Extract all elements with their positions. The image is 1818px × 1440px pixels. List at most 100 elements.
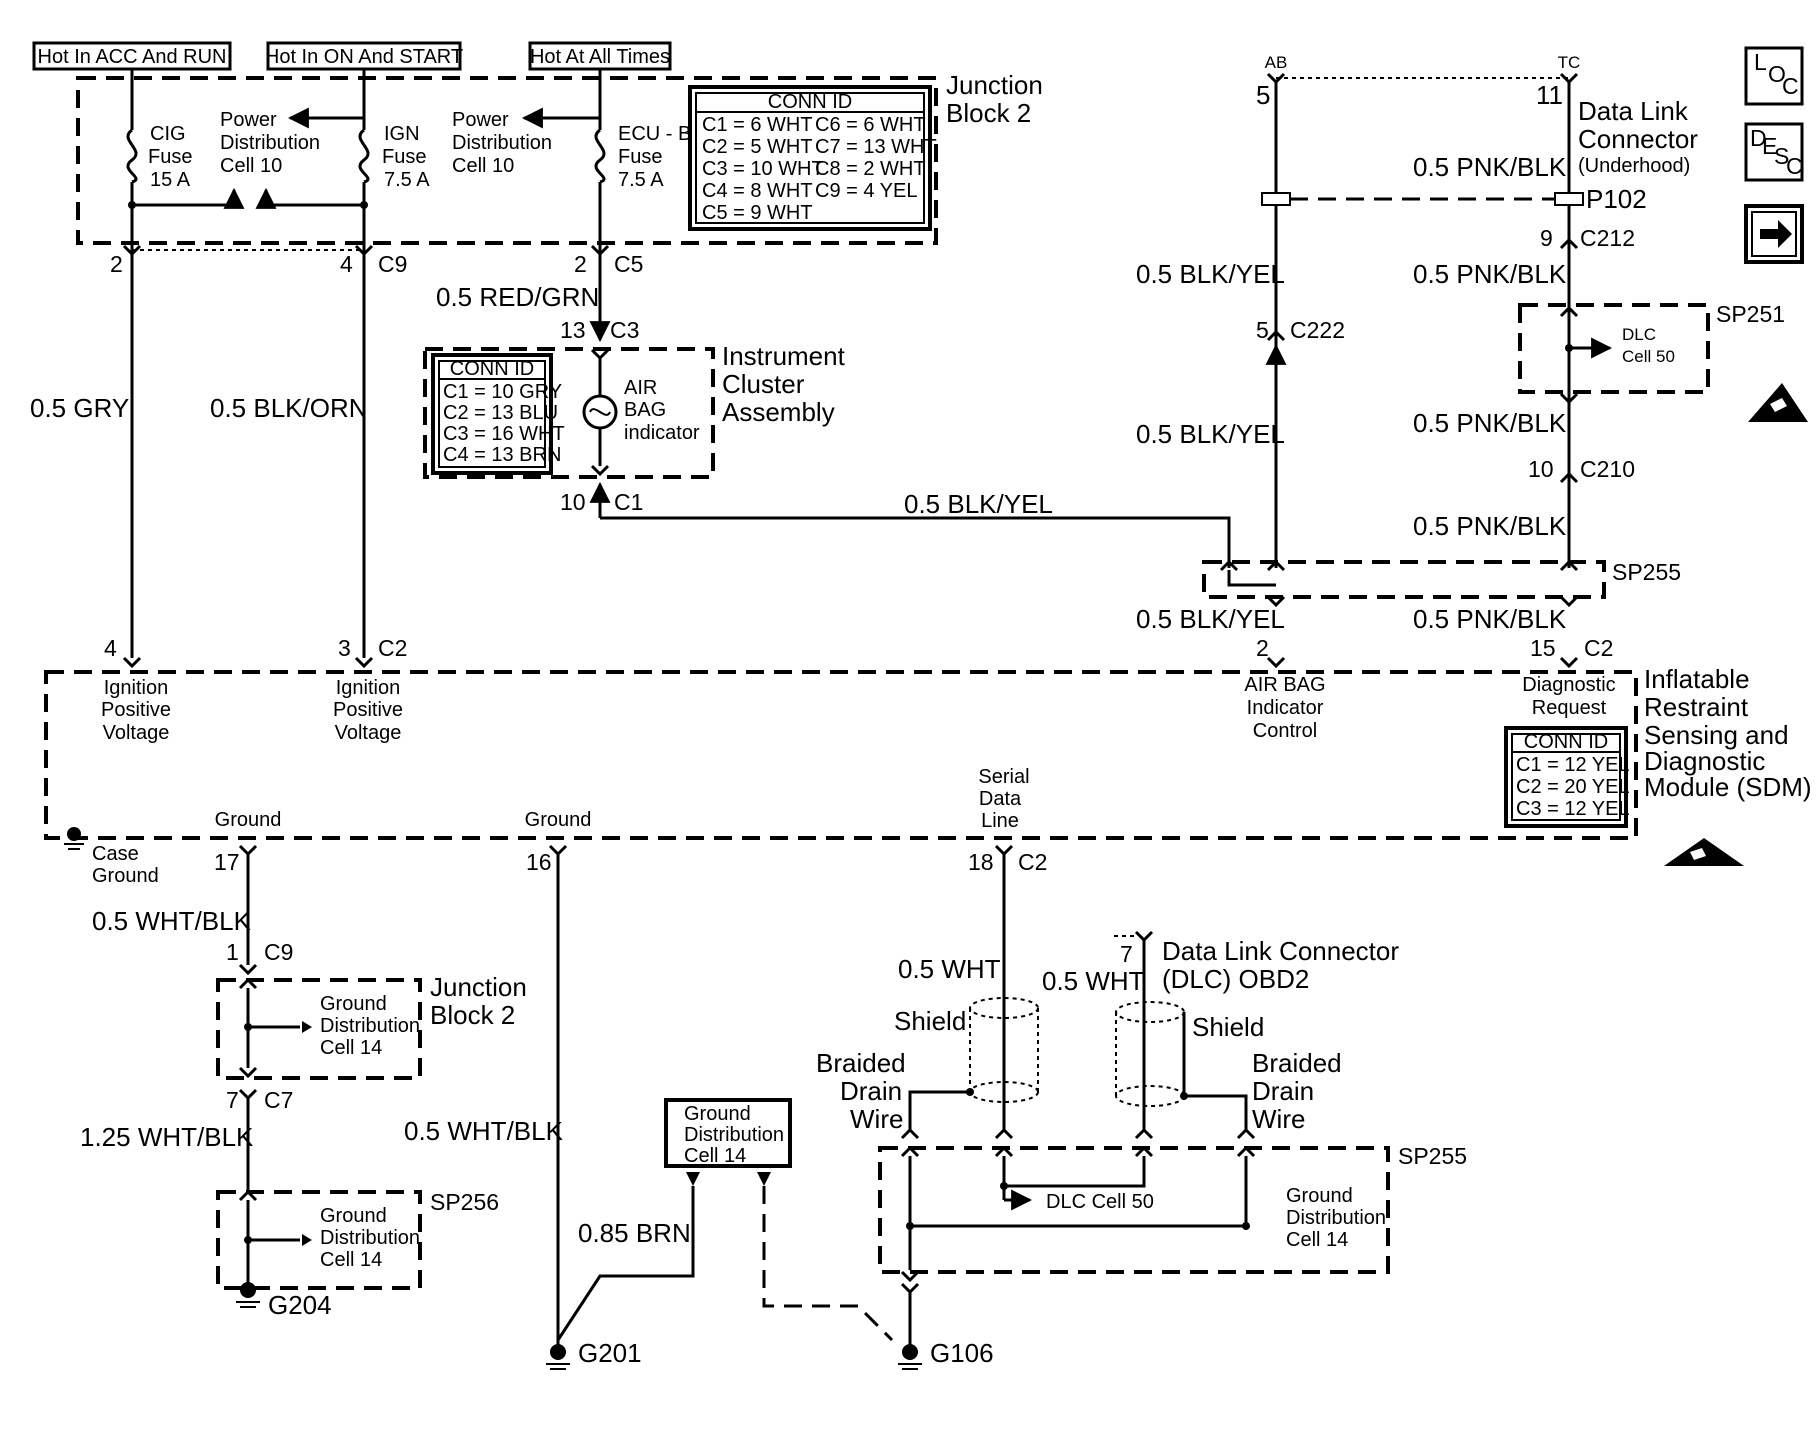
junction-block-title-2: Block 2 [946,98,1031,128]
svg-text:L: L [1754,49,1767,75]
svg-text:Cell 10: Cell 10 [452,155,514,177]
p102-connector-symbol [1261,192,1584,206]
pin-7-c7: 7 [226,1087,239,1113]
svg-text:Hot At All Times: Hot At All Times [530,46,670,68]
connector-c2-serial: C2 [1018,849,1047,875]
svg-text:Inflatable: Inflatable [1644,664,1750,694]
svg-text:Distribution: Distribution [220,132,320,154]
connector-c7: C7 [264,1087,293,1113]
wire-label-wht-blk-125: 1.25 WHT/BLK [80,1122,254,1152]
wire-label-blk-orn: 0.5 BLK/ORN [210,393,368,423]
connector-c212: C212 [1580,225,1635,251]
pin-9: 9 [1540,225,1553,251]
ign-fuse-label: IGN Fuse 7.5 A [382,123,430,191]
svg-text:Sensing and: Sensing and [1644,720,1789,750]
wire-label-brn: 0.85 BRN [578,1218,691,1248]
esd-warning-icon [1664,838,1744,866]
svg-text:E: E [1762,133,1777,159]
svg-text:(Underhood): (Underhood) [1578,155,1690,177]
connector-c210: C210 [1580,456,1635,482]
svg-text:Ground: Ground [320,1205,387,1227]
svg-text:Diagnostic: Diagnostic [1644,746,1765,776]
svg-text:Assembly: Assembly [722,397,835,427]
shield-right [1115,1001,1185,1107]
svg-text:Cell 50: Cell 50 [1622,347,1675,366]
svg-text:Fuse: Fuse [148,146,192,168]
svg-text:Hot In ON And START: Hot In ON And START [265,46,463,68]
svg-text:Connector: Connector [1578,124,1698,154]
svg-text:Ground: Ground [684,1103,751,1125]
svg-text:C1 = 6 WHT: C1 = 6 WHT [702,114,813,136]
svg-text:Braided: Braided [816,1048,906,1078]
g204-label: G204 [268,1290,332,1320]
junction-block-2-lower-title: Junction [430,972,527,1002]
svg-text:Wire: Wire [850,1104,903,1134]
svg-text:Hot In ACC And RUN: Hot In ACC And RUN [38,46,227,68]
sdm-ground-2: Ground [525,809,592,831]
sp251-label: SP251 [1716,301,1785,327]
wire-label-pnk-blk-5: 0.5 PNK/BLK [1413,604,1567,634]
svg-text:15 A: 15 A [150,169,191,191]
connector-c1: C1 [614,489,643,515]
instrument-cluster-conn-id-table: CONN ID C1 = 10 GRY C2 = 13 BLU C3 = 16 … [431,353,565,475]
svg-text:Drain: Drain [1252,1076,1314,1106]
drain-label-right: Braided Drain Wire [1252,1048,1342,1134]
wire-label-pnk-blk-top: 0.5 PNK/BLK [1413,152,1567,182]
instrument-cluster-outline [423,347,715,479]
svg-text:Wire: Wire [1252,1104,1305,1134]
shield-label-left: Shield [894,1006,966,1036]
g106-ground-icon [898,1344,922,1370]
wire-label-pnk-blk-4: 0.5 PNK/BLK [1413,511,1567,541]
source-label-on-start: Hot In ON And START [265,41,463,71]
svg-text:C1 = 10 GRY: C1 = 10 GRY [443,381,562,403]
svg-text:O: O [1768,61,1786,87]
svg-text:Distribution: Distribution [1286,1207,1386,1229]
svg-text:Power: Power [452,109,509,131]
airbag-indicator-label: AIR BAG indicator [624,377,700,444]
svg-text:Cell 14: Cell 14 [320,1037,382,1059]
svg-text:Voltage: Voltage [103,722,170,744]
esd-warning-icon-2 [1748,383,1808,422]
svg-text:CONN ID: CONN ID [768,91,852,113]
svg-text:Drain: Drain [840,1076,902,1106]
junction-block-2-lower-title-2: Block 2 [430,1000,515,1030]
source-label-all-times: Hot At All Times [528,41,672,71]
drain-label-left: Braided Drain Wire [816,1048,906,1134]
dlc-pin-11: 11 [1536,80,1563,110]
dlc-pin-tc: TC [1558,53,1581,72]
wire-label-pnk-blk-2: 0.5 PNK/BLK [1413,259,1567,289]
dlc-pin-5: 5 [1256,80,1270,110]
wire-label-wht-1: 0.5 WHT [898,954,1001,984]
dlc-pin-ab: AB [1265,53,1288,72]
svg-text:Distribution: Distribution [452,132,552,154]
sp255-lower-label: SP255 [1398,1143,1467,1169]
airbag-indicator-lamp [582,394,618,430]
svg-text:Line: Line [981,810,1019,832]
svg-text:Module (SDM): Module (SDM) [1644,772,1812,802]
wire-label-pnk-blk-3: 0.5 PNK/BLK [1413,408,1567,438]
svg-text:Data Link Connector: Data Link Connector [1162,936,1399,966]
svg-text:ECU - B: ECU - B [618,123,691,145]
ign-fuse-symbol [356,128,372,184]
ground-dist-label-3: Ground Distribution Cell 14 [1286,1185,1386,1251]
pin-4: 4 [340,251,353,277]
ground-dist-label-1: Ground Distribution Cell 14 [320,993,420,1059]
arrow-right-icon[interactable] [1744,204,1804,264]
svg-text:Cell 14: Cell 14 [684,1145,746,1167]
svg-text:C3 = 10 WHT: C3 = 10 WHT [702,158,824,180]
desc-icon[interactable]: D E S C [1744,122,1804,182]
junction-block-2-outline [76,76,938,245]
case-ground-icon [64,827,84,850]
svg-text:C4 = 8 WHT: C4 = 8 WHT [702,180,813,202]
svg-text:C2 = 5 WHT: C2 = 5 WHT [702,136,813,158]
svg-text:Distribution: Distribution [320,1227,420,1249]
pin-16: 16 [526,849,552,875]
svg-text:DLC: DLC [1622,325,1656,344]
loc-icon[interactable]: L O C [1744,46,1804,106]
sdm-ign-positive-1: Ignition Positive Voltage [101,677,171,744]
sdm-ign-positive-2: Ignition Positive Voltage [333,677,403,744]
connector-c5: C5 [614,251,643,277]
sp255-lower-outline [878,1146,1390,1274]
pin-4-sdm: 4 [104,635,117,661]
junction-block-title: Junction [946,70,1043,100]
